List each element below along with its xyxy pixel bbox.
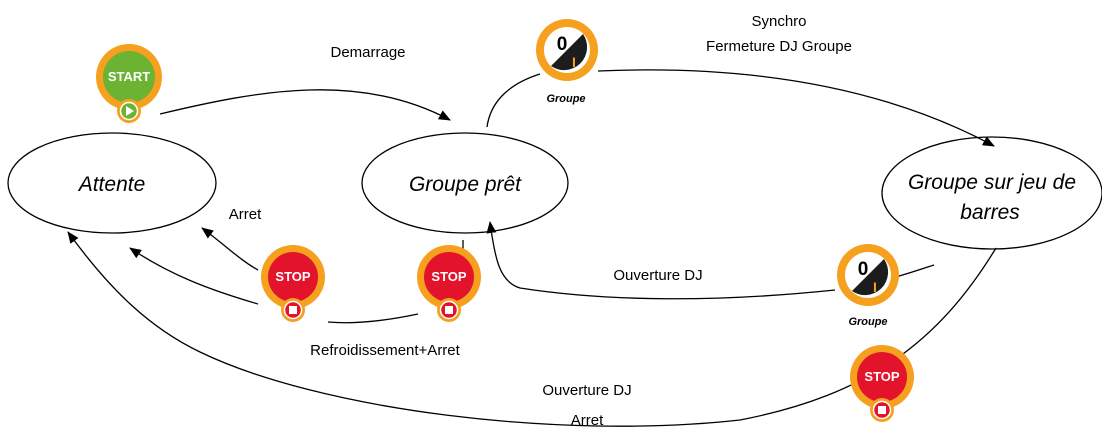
label-synchro-2: Fermeture DJ Groupe [706,38,852,55]
groupe-caption-top: Groupe [546,93,585,105]
edge-arret [201,227,259,271]
play-icon [117,99,141,123]
switch-off-symbol: 0 [557,34,568,55]
switch-on-symbol: I [572,54,576,70]
switch-off-symbol-right: 0 [858,259,869,280]
stop-button-refroidissement[interactable]: STOP [417,245,481,322]
state-attente: Attente [7,132,217,234]
edge-ouverture-dj [486,221,836,300]
stop-button-bottom[interactable]: STOP [850,345,914,422]
label-refroidissement-arret: Refroidissement+Arret [310,342,460,359]
stop-button-label: STOP [864,369,899,384]
label-arret: Arret [229,206,262,223]
state-groupe-sur-jeu-de-barres: Groupe sur jeu de barres [881,136,1102,250]
edge-synchro [597,69,995,147]
stop-icon [281,298,305,322]
edge-refroidissement-arret [129,247,259,305]
label-synchro-1: Synchro [751,13,806,30]
switch-on-symbol-right: I [873,279,877,295]
groupe-switch-right[interactable]: 0 I [837,244,899,306]
groupe-caption-right: Groupe [848,316,887,328]
edge-demarrage [159,89,451,121]
label-ouverture-dj-bottom: Ouverture DJ [542,382,631,399]
state-groupe-pret: Groupe prêt [361,132,569,234]
label-arret-bottom: Arret [571,412,604,427]
label-ouverture-dj: Ouverture DJ [613,267,702,284]
stop-button-arret[interactable]: STOP [261,245,325,322]
stop-button-label: STOP [431,269,466,284]
state-groupe-sur-jeu-label-2: barres [960,201,1020,224]
start-button[interactable]: START [96,44,162,123]
start-button-label: START [108,69,150,84]
groupe-switch-top[interactable]: 0 I [536,19,598,81]
stop-icon [870,398,894,422]
label-demarrage: Demarrage [330,44,405,61]
state-groupe-sur-jeu-label-1: Groupe sur jeu de [908,171,1076,194]
edge-refroidissement-lower [327,313,419,324]
state-groupe-pret-label: Groupe prêt [409,173,522,196]
edge-synchro-from-groupe-pret [486,73,541,128]
stop-icon [437,298,461,322]
stop-button-label: STOP [275,269,310,284]
state-attente-label: Attente [77,173,146,196]
